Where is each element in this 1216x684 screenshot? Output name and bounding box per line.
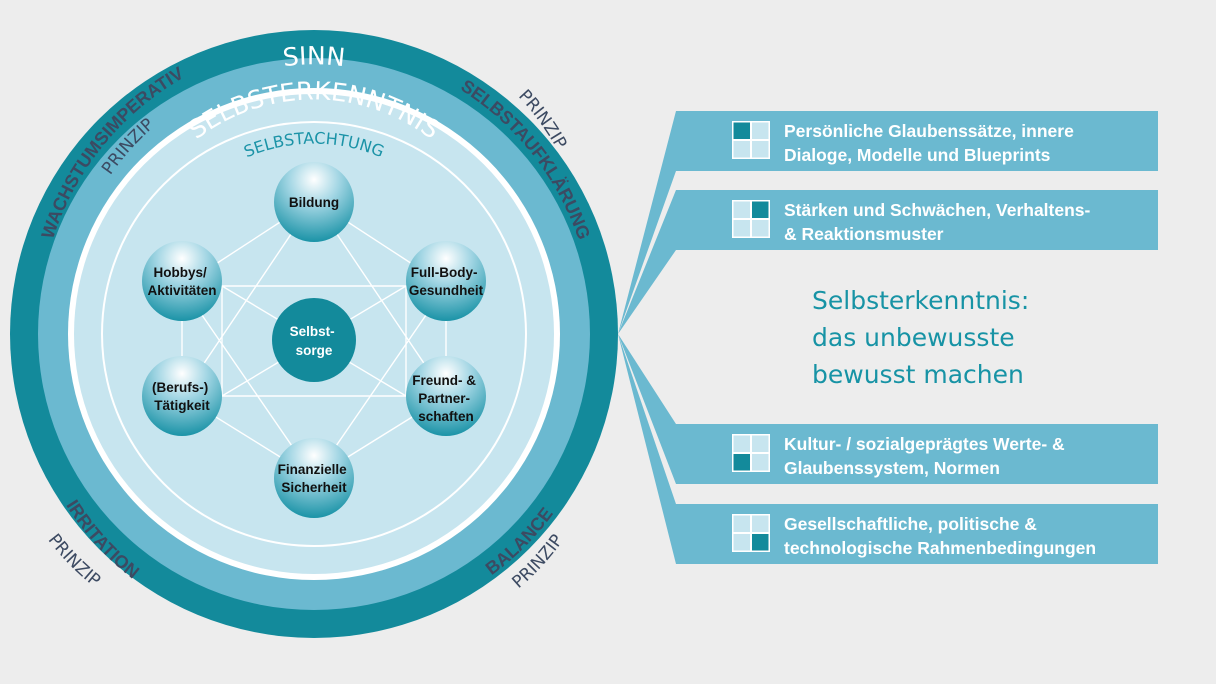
info-box-text: Persönliche Glaubenssätze, innere Dialog… [784, 119, 1154, 167]
quadrant-top-left-icon [732, 121, 770, 159]
svg-text:Full-Body- Gesundheit: Full-Body- Gesundheit [409, 265, 484, 298]
info-box-staerken-schwaechen: Stärken und Schwächen, Verhaltens- & Rea… [676, 190, 1158, 250]
center-statement-line: bewusst machen [812, 360, 1024, 389]
node-full-body-gesundheit: Full-Body- Gesundheit [406, 241, 486, 321]
hexagram-area [101, 121, 527, 547]
node-finanzielle-sicherheit: Finanzielle Sicherheit [274, 438, 354, 518]
info-box-kultur-werte: Kultur- / sozialgeprägtes Werte- & Glaub… [676, 424, 1158, 484]
svg-text:Hobbys/ Aktivitäten: Hobbys/ Aktivitäten [147, 265, 216, 298]
info-box-line: Glaubenssystem, Normen [784, 458, 1000, 478]
center-statement-line: das unbewusste [812, 323, 1015, 352]
node-freund-partnerschaften: Freund- & Partner- schaften [406, 356, 486, 436]
node-hobbys-aktivitaeten: Hobbys/ Aktivitäten [142, 241, 222, 321]
center-statement-line: Selbsterkenntnis: [812, 286, 1030, 315]
svg-text:(Berufs-) Tätigkeit: (Berufs-) Tätigkeit [152, 380, 212, 413]
connector-fan [618, 111, 700, 564]
center-statement: Selbsterkenntnis: das unbewusste bewusst… [812, 282, 1029, 393]
quadrant-bottom-right-icon [732, 514, 770, 552]
quadrant-top-right-icon [732, 200, 770, 238]
info-box-text: Stärken und Schwächen, Verhaltens- & Rea… [784, 198, 1154, 246]
info-box-line: Gesellschaftliche, politische & [784, 514, 1037, 534]
svg-text:Bildung: Bildung [289, 195, 339, 210]
info-box-line: Stärken und Schwächen, Verhaltens- [784, 200, 1091, 220]
ring-label-sinn: SINN [281, 41, 346, 72]
info-box-line: Kultur- / sozialgeprägtes Werte- & [784, 434, 1065, 454]
node-selbstsorge: Selbst- sorge [272, 298, 356, 382]
info-box-text: Kultur- / sozialgeprägtes Werte- & Glaub… [784, 432, 1154, 480]
svg-text:Selbst- sorge: Selbst- sorge [290, 324, 339, 358]
info-box-text: Gesellschaftliche, politische & technolo… [784, 512, 1154, 560]
info-box-glaubenssaetze: Persönliche Glaubenssätze, innere Dialog… [676, 111, 1158, 171]
node-bildung: Bildung [274, 162, 354, 242]
info-box-line: Dialoge, Modelle und Blueprints [784, 145, 1051, 165]
quadrant-bottom-left-icon [732, 434, 770, 472]
info-box-line: Persönliche Glaubenssätze, innere [784, 121, 1074, 141]
svg-text:Finanzielle Sicherheit: Finanzielle Sicherheit [278, 462, 351, 495]
info-box-line: & Reaktionsmuster [784, 224, 944, 244]
node-berufs-taetigkeit: (Berufs-) Tätigkeit [142, 356, 222, 436]
info-box-line: technologische Rahmenbedingungen [784, 538, 1097, 558]
info-box-rahmenbedingungen: Gesellschaftliche, politische & technolo… [676, 504, 1158, 564]
svg-text:Freund- & Partner-: Freund- & Partner- schaften [412, 373, 480, 424]
